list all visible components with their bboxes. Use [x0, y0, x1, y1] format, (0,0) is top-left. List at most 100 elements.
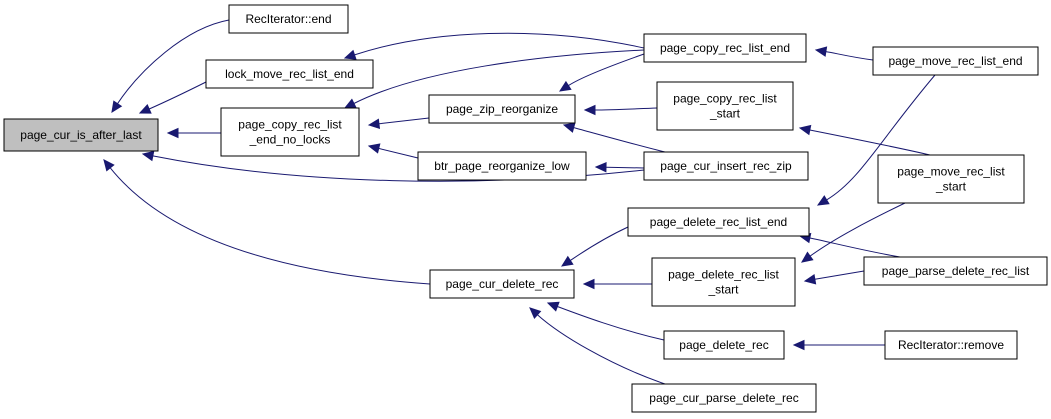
edge-line [117, 19, 230, 104]
edge-line [809, 237, 901, 258]
node-label: page_copy_rec_list [238, 118, 342, 132]
node-box [429, 269, 575, 299]
edge-line [378, 147, 419, 159]
node-page-move-rec-list-end[interactable]: page_move_rec_list_end [872, 46, 1039, 76]
node-page-delete-rec-list-end[interactable]: page_delete_rec_list_end [627, 207, 810, 237]
node-label: page_cur_delete_rec [446, 277, 559, 291]
node-label: RecIterator::remove [898, 338, 1004, 352]
node-label: _start [709, 107, 741, 121]
node-page-zip-reorganize[interactable]: page_zip_reorganize [428, 94, 576, 124]
edge-page_parse_delete_rec_list-to-page_delete_rec_list_end [798, 232, 901, 258]
edge-line [825, 51, 874, 61]
node-label: btr_page_reorganize_low [434, 159, 570, 173]
edge-line [353, 49, 645, 104]
arrowhead-icon [814, 46, 828, 57]
edge-line [570, 226, 629, 261]
edge-page_move_rec_list_end-to-page_delete_rec_list_end [816, 74, 936, 206]
node-page-delete-rec[interactable]: page_delete_rec [663, 330, 785, 360]
arrowhead-icon [141, 150, 155, 162]
edge-page_copy_rec_list_start-to-page_zip_reorganize [583, 104, 658, 116]
node-page-copy-rec-list-start[interactable]: page_copy_rec_list_start [656, 81, 794, 131]
node-label: page_zip_reorganize [446, 102, 558, 116]
node-page-delete-rec-list-start[interactable]: page_delete_rec_list_start [651, 257, 796, 307]
edge-line [378, 117, 430, 125]
arrowhead-icon [529, 307, 542, 319]
edge-line [148, 81, 207, 110]
arrowhead-icon [801, 251, 814, 263]
node-lock-move-rec-list-end[interactable]: lock_move_rec_list_end [205, 59, 374, 89]
node-label: page_cur_is_after_last [20, 128, 142, 142]
node-box [663, 330, 785, 360]
node-box [205, 59, 374, 89]
node-label: page_delete_rec [679, 338, 768, 352]
arrowhead-icon [560, 255, 574, 267]
edge-line [537, 314, 666, 385]
edge-page_cur_delete_rec-to-page_cur_is_after_last [103, 159, 431, 285]
node-box [417, 151, 587, 181]
arrowhead-icon [816, 195, 830, 206]
edge-page_copy_rec_list_end-to-page_zip_reorganize [558, 53, 645, 92]
node-box [3, 118, 159, 152]
node-page-parse-delete-rec-list[interactable]: page_parse_delete_rec_list [863, 256, 1048, 286]
node-box [220, 107, 360, 157]
arrowhead-icon [582, 278, 595, 290]
node-box [228, 4, 349, 34]
node-box [643, 33, 807, 63]
node-box [863, 256, 1048, 286]
edge-line [809, 202, 906, 257]
edge-lock_move_rec_list_end-to-page_cur_is_after_last [138, 81, 207, 114]
node-label: page_copy_rec_list_end [660, 41, 790, 55]
arrowhead-icon [343, 49, 357, 60]
node-label: RecIterator::end [245, 12, 331, 26]
node-reciterator-remove[interactable]: RecIterator::remove [884, 330, 1018, 360]
edge-page_parse_delete_rec_list-to-page_delete_rec_list_start [803, 270, 865, 285]
arrowhead-icon [111, 100, 123, 114]
edge-page_copy_rec_list_end-to-lock_move_rec_list_end [343, 32, 645, 60]
node-btr-page-reorganize-low[interactable]: btr_page_reorganize_low [417, 151, 587, 181]
arrowhead-icon [792, 339, 805, 351]
edge-line [809, 129, 931, 156]
node-label: page_parse_delete_rec_list [882, 264, 1030, 278]
node-label: _start [935, 180, 967, 194]
edge-line [594, 107, 658, 111]
arrowhead-icon [367, 118, 381, 130]
edge-line [814, 270, 865, 280]
node-label: lock_move_rec_list_end [225, 67, 354, 81]
node-label: page_delete_rec_list [668, 268, 779, 282]
edge-line [354, 32, 645, 56]
node-box [884, 330, 1018, 360]
node-box [631, 383, 817, 413]
arrowhead-icon [103, 159, 115, 172]
edge-reciterator_end-to-page_cur_is_after_last [111, 19, 230, 114]
node-page-copy-rec-list-end[interactable]: page_copy_rec_list_end [643, 33, 807, 63]
edge-btr_page_reorganize_low-to-page_copy_rec_list_end_no_locks [367, 143, 419, 159]
node-reciterator-end[interactable]: RecIterator::end [228, 4, 349, 34]
node-page-cur-delete-rec[interactable]: page_cur_delete_rec [429, 269, 575, 299]
node-box [877, 154, 1025, 204]
arrowhead-icon [138, 103, 152, 114]
nodes-layer: page_cur_is_after_last RecIterator::endlo… [3, 4, 1048, 413]
node-page-cur-insert-rec-zip[interactable]: page_cur_insert_rec_zip [643, 151, 809, 181]
edge-page_delete_rec-to-page_cur_delete_rec [546, 301, 665, 341]
edge-page_cur_insert_rec_zip-to-btr_page_reorganize_low [594, 161, 645, 173]
arrowhead-icon [166, 127, 179, 139]
arrowhead-icon [546, 301, 560, 312]
node-label: page_move_rec_list [897, 165, 1005, 179]
node-page-copy-rec-list-end-no-locks[interactable]: page_copy_rec_list_end_no_locks [220, 107, 360, 157]
arrowhead-icon [583, 104, 596, 116]
edge-page_move_rec_list_start-to-page_copy_rec_list_start [798, 124, 931, 156]
edges-layer [103, 19, 936, 385]
node-page-move-rec-list-start[interactable]: page_move_rec_list_start [877, 154, 1025, 204]
node-label: page_delete_rec_list_end [650, 215, 787, 229]
edge-page_move_rec_list_start-to-page_delete_rec_list_start [801, 202, 906, 263]
arrowhead-icon [803, 274, 817, 285]
edge-page_delete_rec_list_start-to-page_cur_delete_rec [582, 278, 652, 290]
node-page-cur-parse-delete-rec[interactable]: page_cur_parse_delete_rec [631, 383, 817, 413]
edge-page_copy_rec_list_end_no_locks-to-page_cur_is_after_last [166, 127, 221, 139]
edge-line [605, 166, 645, 169]
node-label: _end_no_locks [249, 133, 331, 147]
node-label: page_move_rec_list_end [888, 54, 1022, 68]
edge-page_move_rec_list_end-to-page_copy_rec_list_end [814, 46, 874, 61]
